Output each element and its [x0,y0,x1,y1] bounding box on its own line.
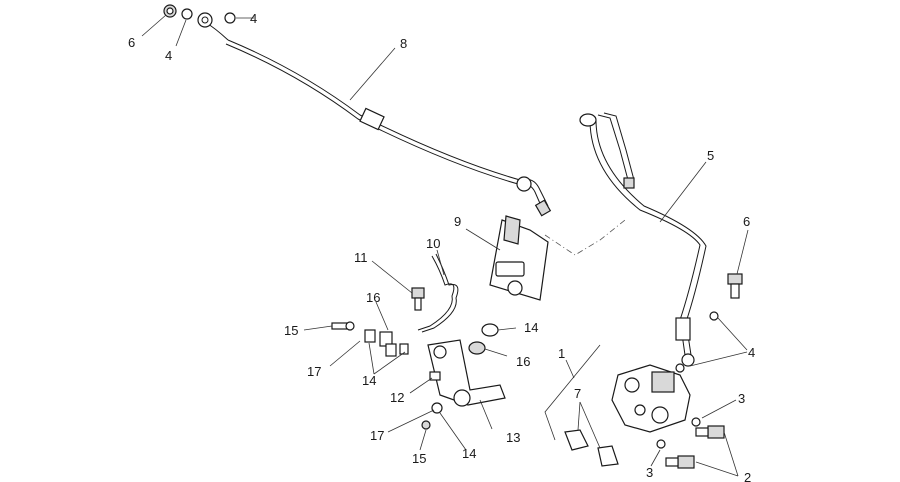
assembly-line [544,219,626,256]
mounting-bracket [427,339,506,407]
callout-10: 10 [426,236,440,251]
callout-14-right: 14 [524,320,538,335]
bushings-and-washers [364,323,499,430]
callout-2: 2 [744,470,751,482]
callout-3-bottom: 3 [646,465,653,480]
callout-6-top: 6 [128,35,135,50]
callout-13: 13 [506,430,520,445]
callout-1: 1 [558,346,565,361]
callout-4-right: 4 [748,345,755,360]
callout-5: 5 [707,148,714,163]
callout-numbers: 6 4 4 8 5 6 4 9 10 11 16 15 17 14 12 14 … [128,11,755,482]
bolt-11 [411,287,425,311]
caliper-bolts [656,417,725,469]
callout-15-bottom: 15 [412,451,426,466]
leader-lines [141,14,749,477]
callout-8: 8 [400,36,407,51]
callout-7: 7 [574,386,581,401]
callout-11: 11 [354,250,368,265]
brake-hose-lower [579,112,707,367]
callout-3-right: 3 [738,391,745,406]
callout-6-right: 6 [743,214,750,229]
callout-16-right: 16 [516,354,530,369]
banjo-bolt-right [675,273,743,373]
callout-16-left: 16 [366,290,380,305]
callout-4-top-right: 4 [250,11,257,26]
callout-14-bottom: 14 [462,446,476,461]
callout-12: 12 [390,390,404,405]
brake-pads [564,429,619,467]
hose-guard-bracket [489,215,549,301]
callout-17-left: 17 [307,364,321,379]
pin-15 [331,321,355,331]
callout-15-left: 15 [284,323,298,338]
banjo-bolt-and-washers-top [163,4,236,24]
caliper-group-bracket [544,344,601,441]
callout-14-left: 14 [362,373,376,388]
callout-4-top-left: 4 [165,48,172,63]
brake-caliper [611,364,691,433]
spring-clip [417,253,459,333]
brake-hose-upper [197,12,552,217]
callout-17-bottom: 17 [370,428,384,443]
callout-9: 9 [454,214,461,229]
